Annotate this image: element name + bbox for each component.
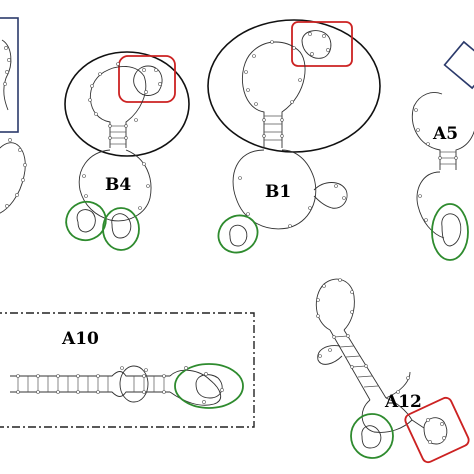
nucleotides-a5 <box>414 108 458 222</box>
navy-highlight-box <box>0 17 19 133</box>
b1-stem <box>264 115 282 141</box>
panel-b1: B1 <box>207 19 381 254</box>
panel-label-b1: B1 <box>265 182 291 202</box>
panel-label-b4: B4 <box>105 175 131 195</box>
green-highlight-ellipse <box>102 207 140 251</box>
a5-stem <box>440 151 456 165</box>
dashed-highlight-box <box>0 312 255 428</box>
green-highlight-ellipse <box>65 200 107 242</box>
partial-structure-left <box>0 17 27 214</box>
panel-a5: A5 <box>411 40 474 261</box>
panel-label-a12: A12 <box>384 392 422 412</box>
red-highlight-box <box>118 55 176 103</box>
nucleotides-left <box>3 46 27 208</box>
a12-stem <box>329 329 387 401</box>
panel-label-a10: A10 <box>61 329 99 349</box>
nucleotides-b1 <box>238 32 346 228</box>
navy-highlight-box <box>443 40 474 90</box>
a10-stem <box>10 371 170 397</box>
red-highlight-box <box>404 396 470 464</box>
green-highlight-ellipse <box>431 203 469 261</box>
panel-label-a5: A5 <box>432 124 458 144</box>
panel-b4: B4 <box>64 51 190 251</box>
panel-a10: A10 <box>0 312 255 428</box>
b4-stem <box>110 125 126 145</box>
green-highlight-ellipse <box>217 214 259 254</box>
nucleotides-a12 <box>316 278 446 444</box>
nucleotides-a10 <box>16 366 224 404</box>
red-highlight-box <box>291 21 353 67</box>
black-highlight-ellipse <box>64 51 190 157</box>
green-highlight-ellipse <box>174 363 244 409</box>
nucleotides-b4 <box>82 62 162 210</box>
green-highlight-ellipse <box>350 413 394 459</box>
panel-a12: A12 <box>315 278 470 464</box>
black-highlight-ellipse <box>207 19 381 153</box>
